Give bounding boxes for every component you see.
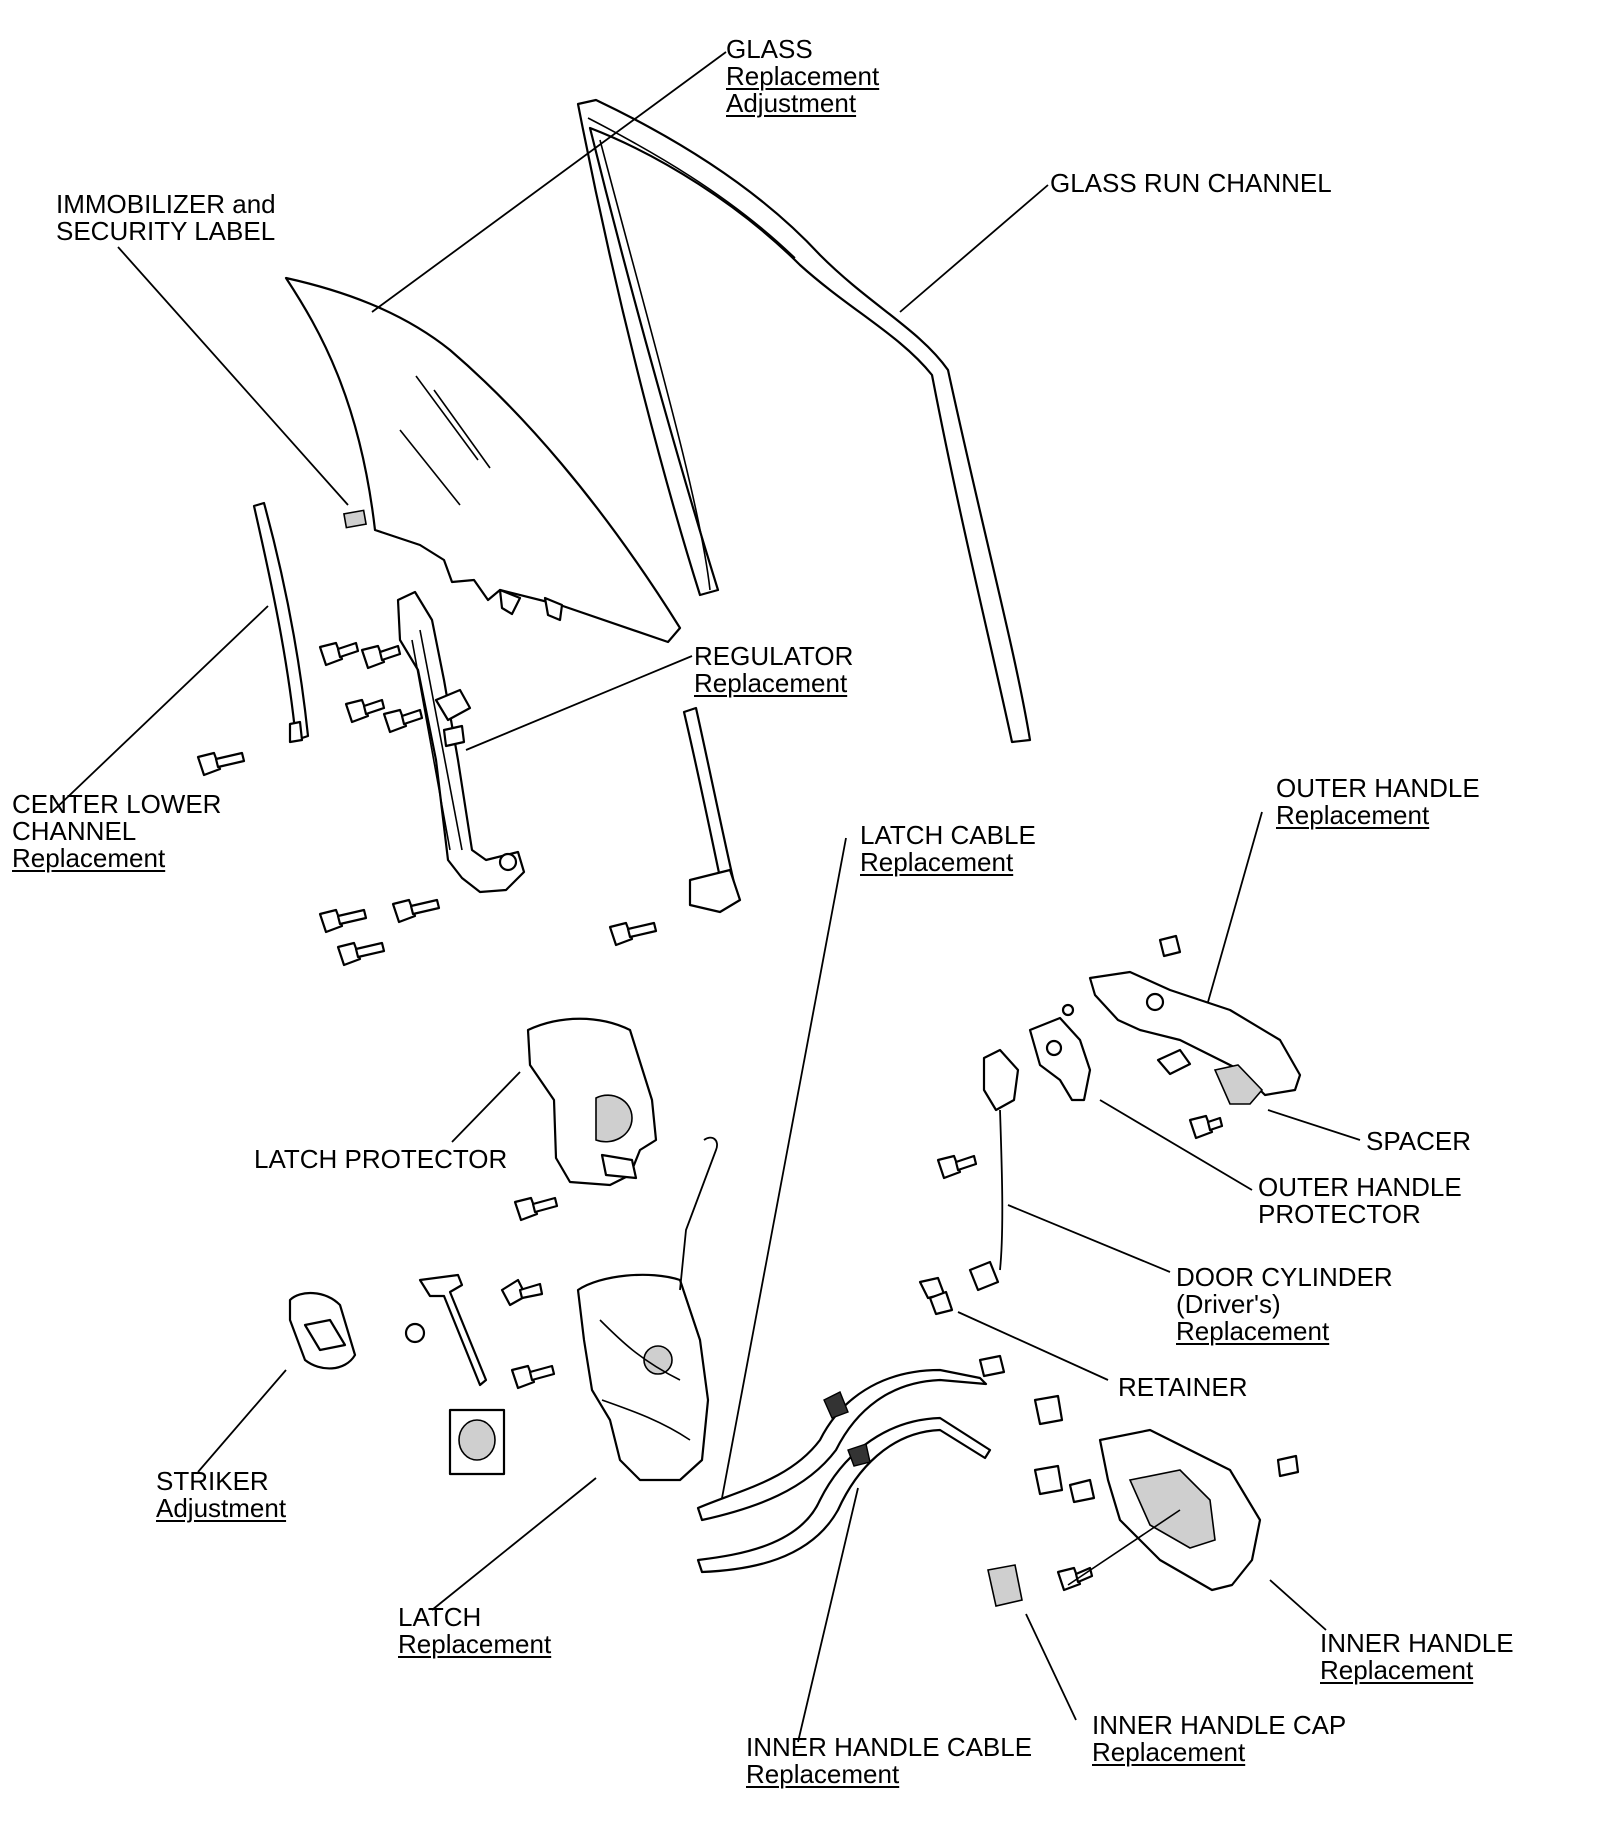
striker-adjustment-link[interactable]: Adjustment [156, 1493, 287, 1523]
retainer-part [928, 1290, 954, 1316]
outer-handle-part [1088, 970, 1302, 1097]
door-cylinder-line-2: (Driver's) [1176, 1289, 1281, 1319]
immobilizer-label-label: IMMOBILIZER and SECURITY LABEL [56, 191, 276, 245]
glass-adjustment-link[interactable]: Adjustment [726, 88, 857, 118]
inner-handle-cable-label: INNER HANDLE CABLE Replacement [746, 1734, 1032, 1788]
latch-label: LATCH Replacement [398, 1604, 551, 1658]
immobilizer-line-2: SECURITY LABEL [56, 216, 276, 246]
glass-part [284, 276, 682, 644]
striker-label: STRIKER Adjustment [156, 1468, 286, 1522]
rear-lower-channel-part [682, 706, 742, 914]
outer-handle-title: OUTER HANDLE [1276, 773, 1480, 803]
retainer-title: RETAINER [1118, 1372, 1248, 1402]
outer-handle-protector-part [1028, 1016, 1092, 1102]
immobilizer-line-1: IMMOBILIZER and [56, 189, 276, 219]
regulator-part [396, 590, 526, 894]
outer-handle-protector-line-1: OUTER HANDLE [1258, 1172, 1462, 1202]
latch-protector-part [526, 1017, 658, 1187]
glass-label: GLASS Replacement Adjustment [726, 36, 879, 117]
glass-run-channel-title: GLASS RUN CHANNEL [1050, 168, 1332, 198]
latch-title: LATCH [398, 1602, 482, 1632]
regulator-title: REGULATOR [694, 641, 854, 671]
inner-handle-title: INNER HANDLE [1320, 1628, 1514, 1658]
door-cylinder-line-1: DOOR CYLINDER [1176, 1262, 1393, 1292]
outer-handle-label: OUTER HANDLE Replacement [1276, 775, 1480, 829]
bolts [196, 641, 1224, 1592]
latch-cable-title: LATCH CABLE [860, 820, 1036, 850]
inner-handle-cable-title: INNER HANDLE CABLE [746, 1732, 1033, 1762]
glass-replacement-link[interactable]: Replacement [726, 61, 880, 91]
clips [918, 1276, 1300, 1504]
inner-handle-cap-part [987, 1564, 1023, 1607]
center-lower-channel-line-2: CHANNEL [12, 816, 137, 846]
outer-handle-protector-label: OUTER HANDLE PROTECTOR [1258, 1174, 1462, 1228]
spacer-title: SPACER [1366, 1126, 1471, 1156]
glass-run-channel-label: GLASS RUN CHANNEL [1050, 170, 1332, 197]
latch-cable-part [696, 1368, 988, 1522]
inner-handle-cable-part [696, 1416, 992, 1574]
center-lower-channel-label: CENTER LOWER CHANNEL Replacement [12, 791, 221, 872]
latch-protector-label: LATCH PROTECTOR [254, 1146, 507, 1173]
center-lower-channel-replacement-link[interactable]: Replacement [12, 843, 166, 873]
inner-handle-label: INNER HANDLE Replacement [1320, 1630, 1514, 1684]
inner-handle-cap-label: INNER HANDLE CAP Replacement [1092, 1712, 1346, 1766]
regulator-label: REGULATOR Replacement [694, 643, 853, 697]
hex-wrench-part [418, 1273, 488, 1387]
pad-part [448, 1408, 506, 1476]
striker-part [288, 1292, 426, 1370]
door-cylinder-part [968, 934, 1182, 1292]
inner-handle-cable-replacement-link[interactable]: Replacement [746, 1759, 900, 1789]
screw-part [500, 1278, 544, 1307]
latch-protector-title: LATCH PROTECTOR [254, 1144, 508, 1174]
spacer-part [1213, 1064, 1264, 1105]
retainer-label: RETAINER [1118, 1374, 1248, 1401]
glass-run-channel-part [576, 98, 1032, 744]
door-cylinder-replacement-link[interactable]: Replacement [1176, 1316, 1330, 1346]
center-lower-channel-part [252, 501, 310, 744]
inner-handle-cap-title: INNER HANDLE CAP [1092, 1710, 1347, 1740]
latch-replacement-link[interactable]: Replacement [398, 1629, 552, 1659]
regulator-replacement-link[interactable]: Replacement [694, 668, 848, 698]
leader-lines [51, 51, 1361, 1743]
center-lower-channel-line-1: CENTER LOWER [12, 789, 222, 819]
outer-handle-replacement-link[interactable]: Replacement [1276, 800, 1430, 830]
latch-part [576, 1136, 718, 1482]
striker-title: STRIKER [156, 1466, 269, 1496]
inner-handle-cap-replacement-link[interactable]: Replacement [1092, 1737, 1246, 1767]
inner-handle-part [1067, 1428, 1262, 1592]
inner-handle-replacement-link[interactable]: Replacement [1320, 1655, 1474, 1685]
immobilizer-label-part [343, 509, 367, 529]
outer-handle-protector-line-2: PROTECTOR [1258, 1199, 1421, 1229]
door-cylinder-label: DOOR CYLINDER (Driver's) Replacement [1176, 1264, 1393, 1345]
latch-cable-label: LATCH CABLE Replacement [860, 822, 1036, 876]
latch-cable-replacement-link[interactable]: Replacement [860, 847, 1014, 877]
glass-title: GLASS [726, 34, 813, 64]
spacer-label: SPACER [1366, 1128, 1471, 1155]
